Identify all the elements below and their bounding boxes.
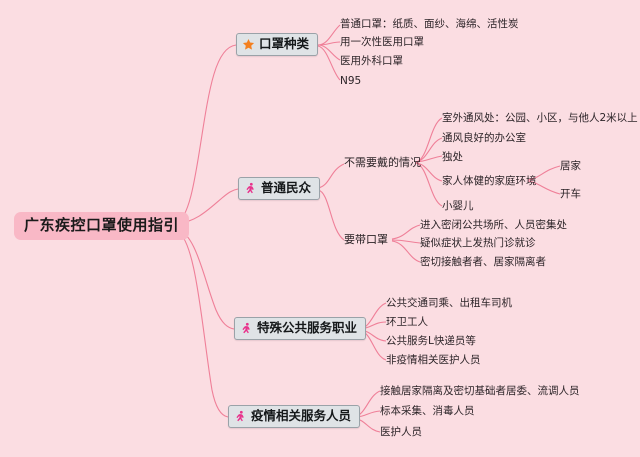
leaf-node[interactable]: 通风良好的办公室 [442,132,526,144]
leaf-node[interactable]: 独处 [442,151,463,163]
leaf-node[interactable]: 开车 [560,188,581,200]
branch-label: 特殊公共服务职业 [257,320,358,335]
branch-label: 疫情相关服务人员 [251,408,352,423]
leaf-node[interactable]: 医用外科口罩 [340,55,403,67]
leaf-node[interactable]: 接触居家隔离及密切基础者居委、流调人员 [380,385,580,397]
leaf-node[interactable]: 小婴儿 [442,200,474,212]
person-icon [244,182,257,195]
branch-node-special-public-service[interactable]: 特殊公共服务职业 [234,317,367,341]
leaf-node[interactable]: 公共服务L快递员等 [386,335,476,347]
leaf-node[interactable]: 标本采集、消毒人员 [380,405,475,417]
leaf-node[interactable]: 公共交通司乘、出租车司机 [386,297,512,309]
leaf-node[interactable]: 环卫工人 [386,316,428,328]
leaf-node[interactable]: 普通口罩：纸质、面纱、海绵、活性炭 [340,18,519,30]
subtopic-node-no-mask-needed[interactable]: 不需要戴的情况 [344,156,421,169]
leaf-node[interactable]: 室外通风处：公园、小区，与他人2米以上 [442,112,638,124]
branch-label: 口罩种类 [259,36,310,51]
leaf-node[interactable]: 非疫情相关医护人员 [386,354,481,366]
leaf-node[interactable]: N95 [340,75,362,87]
branch-node-general-public[interactable]: 普通民众 [238,177,321,201]
leaf-node[interactable]: 密切接触者者、居家隔离者 [420,256,546,268]
leaf-node[interactable]: 疑似症状上发热门诊就诊 [420,237,536,249]
leaf-node[interactable]: 家人体健的家庭环境 [442,175,537,187]
star-icon [242,38,255,51]
person-icon [234,410,247,423]
leaf-node[interactable]: 进入密闭公共场所、人员密集处 [420,219,567,231]
leaf-node[interactable]: 医护人员 [380,426,422,438]
branch-node-epidemic-related-staff[interactable]: 疫情相关服务人员 [228,405,361,429]
leaf-node[interactable]: 居家 [560,160,581,172]
branch-label: 普通民众 [261,180,312,195]
person-icon [240,322,253,335]
root-label: 广东疾控口罩使用指引 [24,216,180,234]
leaf-node[interactable]: 用一次性医用口罩 [340,36,424,48]
subtopic-node-mask-required[interactable]: 要带口罩 [344,233,388,246]
branch-node-mask-types[interactable]: 口罩种类 [236,33,319,57]
root-node[interactable]: 广东疾控口罩使用指引 [14,212,190,240]
